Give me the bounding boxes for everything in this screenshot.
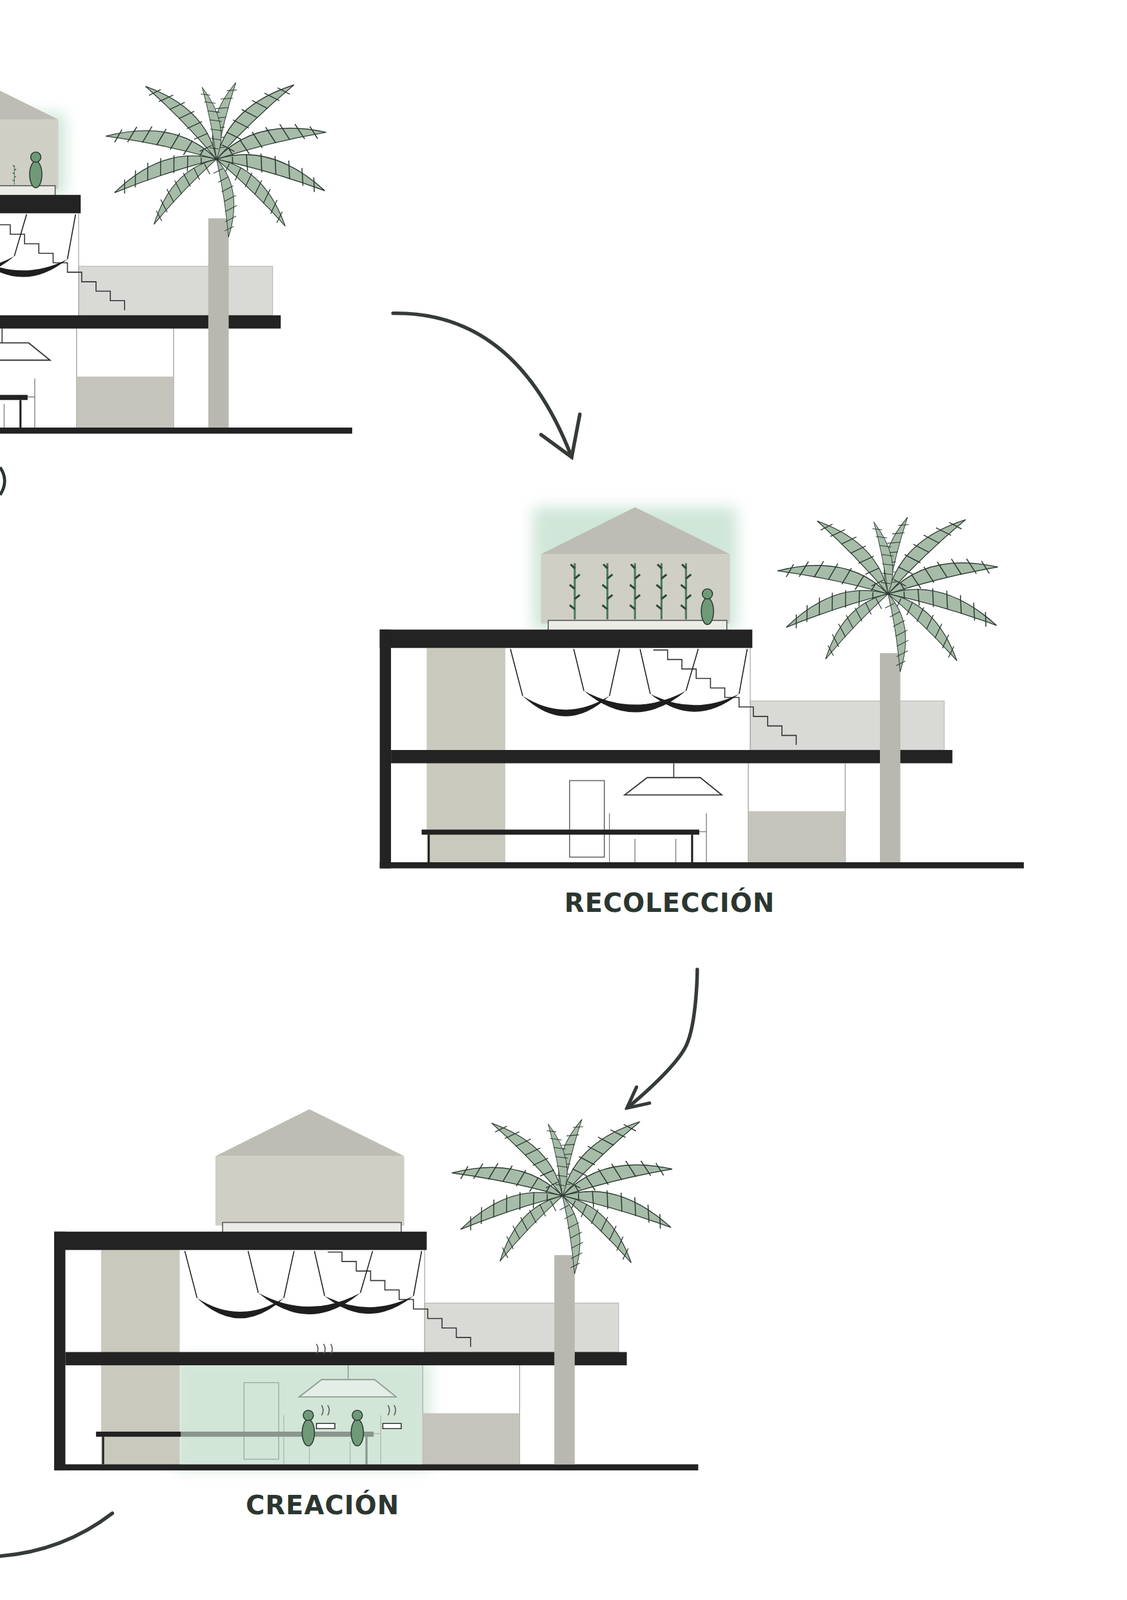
cycle-arrow [392, 313, 580, 458]
house-section-partial [0, 69, 353, 435]
section-node: RECOLECCIÓN [377, 505, 1026, 970]
house-section [379, 504, 1024, 869]
section-label: CREACIÓN [245, 1491, 400, 1520]
flow-arrow [627, 969, 697, 1108]
section-label: RECOLECCIÓN [564, 888, 775, 918]
house-section [54, 1106, 699, 1471]
cut-label-fragment [0, 467, 5, 496]
cycle-arrow [0, 1514, 113, 1557]
section-node: CREACIÓN [50, 1107, 700, 1537]
